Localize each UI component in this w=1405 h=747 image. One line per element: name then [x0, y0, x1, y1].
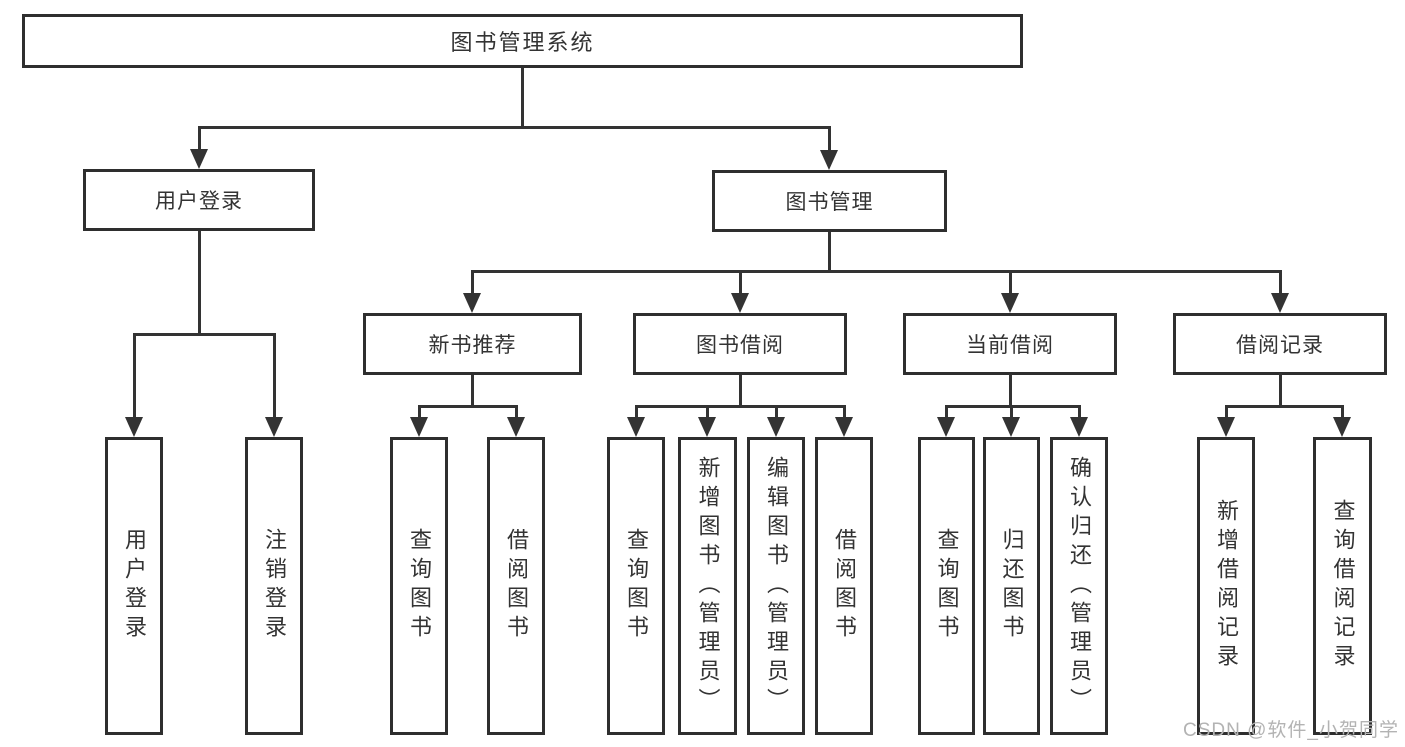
arrow-down-icon [627, 417, 645, 437]
leaf-box-query-borrow-record: 查询借阅记录 [1313, 437, 1372, 735]
arrow-down-icon [767, 417, 785, 437]
arrow-down-icon [937, 417, 955, 437]
connector-line [828, 232, 831, 272]
arrow-down-icon [1001, 293, 1019, 313]
leaf-box-current-return-books: 归还图书 [983, 437, 1040, 735]
node-label: 归还图书 [999, 528, 1025, 644]
arrow-down-icon [190, 149, 208, 169]
leaf-box-recommend-query-books: 查询图书 [390, 437, 448, 735]
connector-line [471, 272, 474, 295]
connector-line [198, 128, 201, 151]
connector-line [133, 335, 136, 419]
node-label: 查询图书 [624, 528, 649, 644]
connector-line [635, 407, 638, 419]
node-label: 借阅图书 [504, 528, 529, 644]
connector-line [1009, 374, 1012, 407]
connector-line [635, 405, 846, 408]
connector-line [515, 407, 518, 419]
node-box-new-book-recommend: 新书推荐 [363, 313, 582, 375]
connector-line [471, 375, 474, 407]
leaf-box-user-login: 用户登录 [105, 437, 163, 735]
connector-line [1078, 407, 1081, 419]
node-label: 当前借阅 [966, 334, 1054, 357]
arrow-down-icon [507, 417, 525, 437]
connector-line [1279, 272, 1282, 295]
connector-line [739, 272, 742, 295]
arrow-down-icon [265, 417, 283, 437]
arrow-down-icon [463, 293, 481, 313]
leaf-box-current-query-books: 查询图书 [918, 437, 975, 735]
arrow-down-icon [1070, 417, 1088, 437]
node-label: 图书借阅 [696, 334, 784, 357]
node-box-book-borrow: 图书借阅 [633, 313, 847, 375]
connector-line [945, 407, 948, 419]
leaf-box-recommend-borrow-books: 借阅图书 [487, 437, 545, 735]
arrow-down-icon [1002, 417, 1020, 437]
connector-line [418, 407, 421, 419]
arrow-down-icon [835, 417, 853, 437]
arrow-down-icon [1217, 417, 1235, 437]
leaf-box-borrow-borrow-books: 借阅图书 [815, 437, 873, 735]
node-label: 查询图书 [407, 528, 432, 644]
arrow-down-icon [1271, 293, 1289, 313]
node-box-current-borrow: 当前借阅 [903, 313, 1117, 375]
connector-line [1279, 373, 1282, 407]
node-label: 新增借阅记录 [1214, 499, 1239, 673]
arrow-down-icon [698, 417, 716, 437]
connector-line [828, 128, 831, 152]
leaf-box-borrow-add-books-admin: 新增图书（管理员） [678, 437, 737, 735]
connector-line [1225, 407, 1228, 419]
node-label: 编辑图书（管理员） [764, 455, 789, 717]
csdn-watermark: CSDN @软件_小贺同学 [1183, 720, 1399, 741]
leaf-box-current-confirm-return-admin: 确认归还（管理员） [1050, 437, 1108, 735]
node-label: 查询图书 [934, 528, 960, 644]
leaf-box-borrow-query-books: 查询图书 [607, 437, 665, 735]
node-label: 查询借阅记录 [1330, 499, 1356, 673]
connector-line [775, 407, 778, 419]
node-label: 借阅记录 [1236, 334, 1324, 357]
arrow-down-icon [731, 293, 749, 313]
leaf-box-logout: 注销登录 [245, 437, 303, 735]
node-box-borrow-records: 借阅记录 [1173, 313, 1387, 375]
node-label: 借阅图书 [832, 528, 857, 644]
connector-line [273, 335, 276, 419]
connector-line [706, 407, 709, 419]
node-label: 用户登录 [155, 190, 243, 213]
arrow-down-icon [820, 150, 838, 170]
leaf-box-add-borrow-record: 新增借阅记录 [1197, 437, 1255, 735]
connector-line [198, 231, 201, 335]
connector-line [843, 407, 846, 419]
arrow-down-icon [125, 417, 143, 437]
arrow-down-icon [410, 417, 428, 437]
connector-line [133, 333, 276, 336]
connector-line [1010, 407, 1013, 419]
connector-line [521, 68, 524, 128]
connector-line [1009, 272, 1012, 295]
node-label: 图书管理 [785, 191, 874, 214]
node-label: 注销登录 [262, 528, 287, 644]
node-box-system-root: 图书管理系统 [22, 14, 1023, 68]
arrow-down-icon [1333, 417, 1351, 437]
node-label: 新书推荐 [428, 334, 517, 357]
connector-line [418, 405, 518, 408]
node-label: 确认归还（管理员） [1067, 455, 1092, 717]
connector-line [1341, 407, 1344, 419]
connector-line [471, 270, 1282, 273]
connector-line [739, 375, 742, 407]
connector-line [198, 126, 831, 129]
node-label: 新增图书（管理员） [695, 455, 721, 717]
node-box-book-management: 图书管理 [712, 170, 947, 232]
node-label: 用户登录 [122, 528, 147, 644]
node-label: 图书管理系统 [450, 30, 595, 55]
leaf-box-borrow-edit-books-admin: 编辑图书（管理员） [747, 437, 805, 735]
node-box-user-login: 用户登录 [83, 169, 315, 231]
connector-line [945, 405, 1081, 408]
connector-line [1225, 405, 1344, 408]
